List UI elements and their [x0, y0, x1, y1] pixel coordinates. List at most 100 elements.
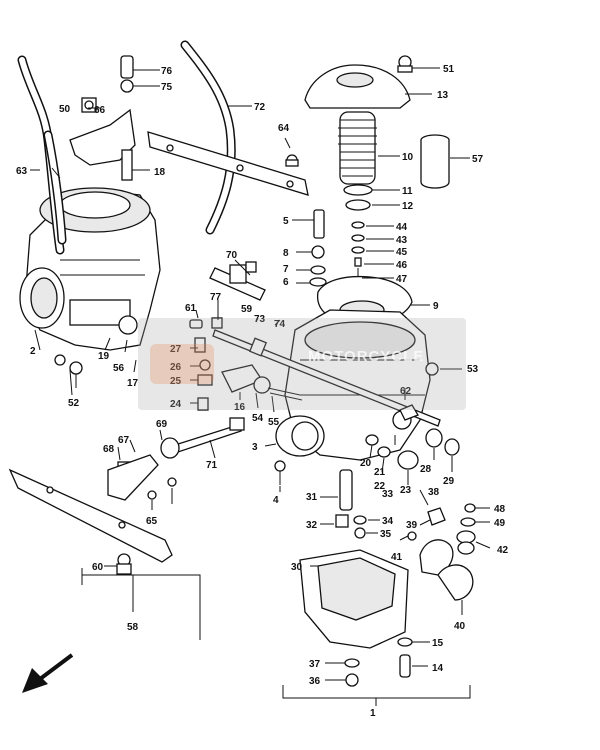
callout-43: 43: [396, 235, 408, 246]
callout-32: 32: [306, 520, 318, 531]
mounting-plate-66: [147, 131, 309, 196]
callout-26: 26: [170, 362, 182, 373]
callout-9: 9: [433, 301, 439, 312]
callout-30: 30: [291, 562, 303, 573]
callout-28: 28: [420, 464, 432, 475]
callout-45: 45: [396, 247, 408, 258]
spring-10: [338, 111, 377, 185]
watermark: MOTORCYCLE: [138, 318, 466, 410]
callout-48: 48: [494, 504, 506, 515]
needle-holder-12: [345, 199, 371, 211]
callout-72: 72: [254, 102, 266, 113]
screw-60: [116, 553, 132, 575]
callout-7: 7: [283, 264, 289, 275]
linkage-68-69: [107, 437, 180, 501]
fuel-joint-70: [209, 261, 266, 301]
callout-70: 70: [226, 250, 238, 261]
callout-21: 21: [374, 467, 386, 478]
callout-27: 27: [170, 344, 182, 355]
callout-19: 19: [98, 351, 110, 362]
callout-63: 63: [16, 166, 28, 177]
callout-4: 4: [273, 495, 279, 506]
sleeve-57: [420, 134, 450, 189]
screw-51: [397, 55, 413, 73]
callout-55: 55: [268, 417, 280, 428]
screw-4: [274, 460, 286, 485]
callout-16: 16: [234, 402, 246, 413]
float-parts-38-42: [407, 503, 476, 601]
right-carburetor-body: [284, 309, 431, 461]
callout-8: 8: [283, 248, 289, 259]
jets-20-23: [365, 434, 419, 470]
callout-1: 1: [370, 708, 376, 719]
drain-screw-36-37: [344, 658, 360, 687]
callout-69: 69: [156, 419, 168, 430]
callout-58: 58: [127, 622, 139, 633]
front-direction-arrow-icon: [22, 653, 74, 693]
callout-59: 59: [241, 304, 253, 315]
needle-parts-43-47: [351, 221, 365, 310]
callout-20: 20: [360, 458, 372, 469]
callout-52: 52: [68, 398, 80, 409]
pilot-screw-5-8: [309, 209, 327, 287]
callout-31: 31: [306, 492, 318, 503]
callout-22: 22: [374, 481, 386, 492]
screw-14-15: [397, 637, 413, 678]
callout-12: 12: [402, 201, 414, 212]
callout-62: 62: [400, 386, 412, 397]
drain-hose-72: [180, 40, 236, 235]
screw-52: [54, 354, 83, 388]
callout-76: 76: [161, 66, 173, 77]
main-jet-parts-31-35: [335, 469, 367, 539]
parts-56-61-62-77: [189, 317, 419, 421]
spring-seat-11: [343, 184, 373, 196]
callout-23: 23: [400, 485, 412, 496]
callout-68: 68: [103, 444, 115, 455]
callout-40: 40: [454, 621, 466, 632]
callout-13: 13: [437, 90, 449, 101]
callout-74: 74: [274, 319, 286, 330]
callout-35: 35: [380, 529, 392, 540]
callout-49: 49: [494, 518, 506, 529]
screw-64: [285, 154, 299, 167]
plug-53: [425, 362, 439, 376]
callout-50: 50: [59, 104, 71, 115]
callout-24: 24: [170, 399, 182, 410]
throttle-shaft-59: [212, 329, 441, 427]
callout-56: 56: [113, 363, 125, 374]
callout-10: 10: [402, 152, 414, 163]
callout-37: 37: [309, 659, 321, 670]
callout-29: 29: [443, 476, 455, 487]
callout-36: 36: [309, 676, 321, 687]
callout-2: 2: [30, 346, 36, 357]
callout-51: 51: [443, 64, 455, 75]
callout-3: 3: [252, 442, 258, 453]
callout-54: 54: [252, 413, 264, 424]
callout-65: 65: [146, 516, 158, 527]
callout-77: 77: [210, 292, 222, 303]
callout-42: 42: [497, 545, 509, 556]
screws-65: [147, 477, 177, 500]
callout-41: 41: [391, 552, 403, 563]
callout-57: 57: [472, 154, 484, 165]
leader-lines: [30, 67, 491, 706]
callout-66: 66: [94, 105, 106, 116]
callout-33: 33: [382, 489, 394, 500]
callout-47: 47: [396, 274, 408, 285]
rod-71: [174, 417, 245, 453]
jet-needle-fittings-24-27: [194, 337, 213, 411]
callout-67: 67: [118, 435, 130, 446]
cover-3: [275, 415, 325, 457]
callout-46: 46: [396, 260, 408, 271]
callout-61: 61: [185, 303, 197, 314]
callout-75: 75: [161, 82, 173, 93]
fittings-28-29: [425, 428, 460, 456]
top-cap-13: [304, 64, 411, 109]
callout-5: 5: [283, 216, 289, 227]
throttle-lever-16-54-55: [221, 364, 303, 401]
left-carburetor-overflow-hose: [43, 130, 67, 245]
choke-bracket: [69, 55, 136, 181]
callout-17: 17: [127, 378, 139, 389]
